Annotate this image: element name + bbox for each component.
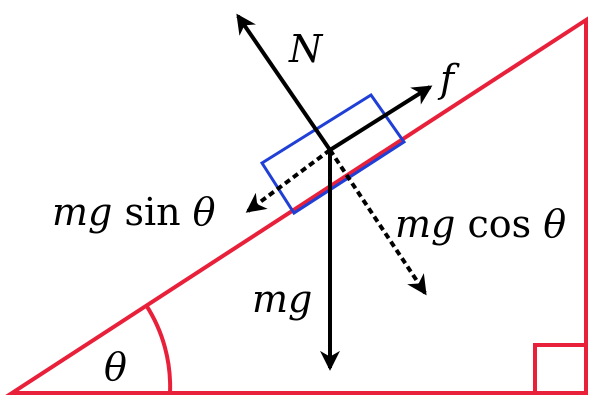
friction-force-label: f bbox=[437, 57, 460, 101]
parallel-component-func: sin bbox=[112, 190, 192, 234]
parallel-component-angle: θ bbox=[193, 190, 216, 234]
incline-triangle bbox=[5, 16, 588, 395]
perpendicular-component-angle: θ bbox=[543, 202, 566, 246]
perpendicular-component-prefix: mg bbox=[395, 202, 455, 246]
parallel-component-arrow bbox=[245, 148, 332, 213]
normal-force-arrow bbox=[236, 13, 332, 152]
perpendicular-component-func: cos bbox=[455, 202, 543, 246]
friction-force-arrow bbox=[328, 85, 433, 152]
normal-force-label: N bbox=[288, 27, 324, 71]
angle-arc bbox=[144, 303, 173, 394]
angle-label: θ bbox=[104, 345, 127, 389]
block bbox=[259, 92, 407, 216]
parallel-component-prefix: mg bbox=[52, 190, 112, 234]
perpendicular-component-arrow bbox=[328, 148, 427, 296]
perpendicular-component-label: mg cos θ bbox=[395, 202, 566, 246]
right-angle-marker bbox=[533, 343, 588, 395]
weight-label: mg bbox=[252, 277, 312, 321]
parallel-component-label: mg sin θ bbox=[52, 190, 216, 234]
